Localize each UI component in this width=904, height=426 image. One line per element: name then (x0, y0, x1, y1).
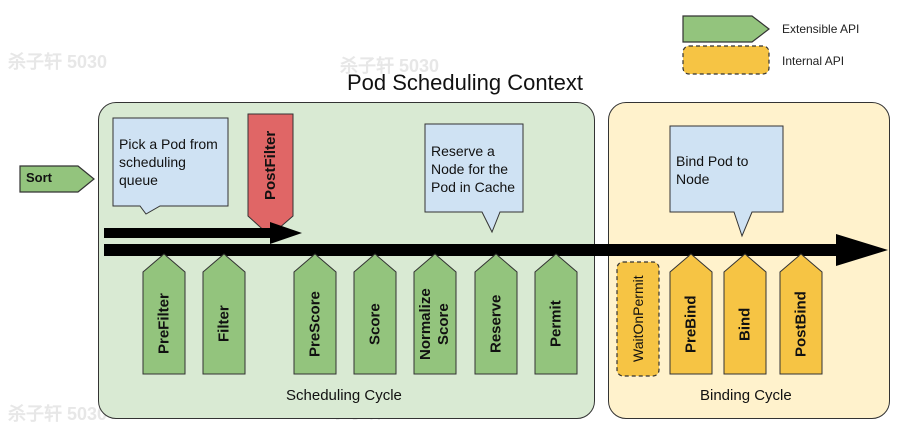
permit-shape (534, 253, 578, 375)
callout-line: Reserve a (431, 143, 495, 159)
callout-line: Node (676, 171, 710, 187)
reserve-label: Reserve (487, 294, 505, 354)
watermark: 杀子轩 5030 (340, 56, 440, 76)
callout-reserve-node: Reserve a Node for the Pod in Cache (431, 142, 515, 196)
score-label: Score (366, 303, 384, 345)
prescore-shape (293, 253, 337, 375)
postfilter-label: PostFilter (262, 130, 279, 200)
main-arrow-bar (104, 244, 840, 256)
waitonpermit-label: WaitOnPermit (630, 275, 646, 363)
permit-label: Permit (547, 300, 565, 348)
prebind-label: PreBind (682, 295, 700, 353)
watermark: 杀子轩 5030 (8, 404, 108, 424)
normalize-score-shape (413, 253, 457, 375)
sort-label: Sort (26, 170, 52, 185)
prebind-shape (669, 253, 713, 375)
binding-cycle-label: Binding Cycle (700, 387, 792, 404)
filter-shape (202, 253, 246, 375)
sort-arrow-shape (19, 165, 95, 193)
legend-internal-swatch (682, 45, 770, 75)
reserve-shape (474, 253, 518, 375)
callout-line: Node for the (431, 161, 509, 177)
callout-line: Bind Pod to (676, 153, 749, 169)
callout-bind-pod: Bind Pod to Node (676, 152, 748, 188)
callout-bind-pod-shape (669, 125, 784, 238)
bind-label: Bind (736, 307, 754, 341)
scheduling-cycle-label: Scheduling Cycle (286, 387, 402, 404)
callout-line: Pod in Cache (431, 179, 516, 195)
legend-internal-label: Internal API (782, 54, 845, 68)
legend-extensible-label: Extensible API (782, 22, 860, 36)
watermark: 杀子轩 5030 (8, 52, 108, 72)
diagram-title: Pod Scheduling Context (346, 70, 584, 95)
legend-extensible-swatch (682, 15, 770, 43)
prefilter-label: PreFilter (155, 293, 173, 355)
callout-reserve-node-shape (424, 123, 524, 234)
postbind-shape (779, 253, 823, 375)
callout-pick-pod-shape (112, 117, 229, 215)
waitonpermit-shape (616, 261, 660, 377)
short-arrow-bar (104, 228, 276, 238)
score-shape (353, 253, 397, 375)
bind-shape (723, 253, 767, 375)
normalize-score-label: Normalize Score (417, 288, 452, 360)
callout-line: queue (119, 172, 158, 188)
callout-line: Pick a Pod from (119, 136, 218, 152)
callout-pick-pod: Pick a Pod from scheduling queue (119, 135, 218, 189)
postbind-label: PostBind (792, 291, 810, 357)
short-arrow-head (270, 222, 302, 244)
prefilter-shape (142, 253, 186, 375)
filter-label: Filter (215, 305, 233, 343)
callout-line: scheduling (119, 154, 186, 170)
main-arrow-head (836, 234, 888, 266)
prescore-label: PreScore (306, 291, 324, 357)
